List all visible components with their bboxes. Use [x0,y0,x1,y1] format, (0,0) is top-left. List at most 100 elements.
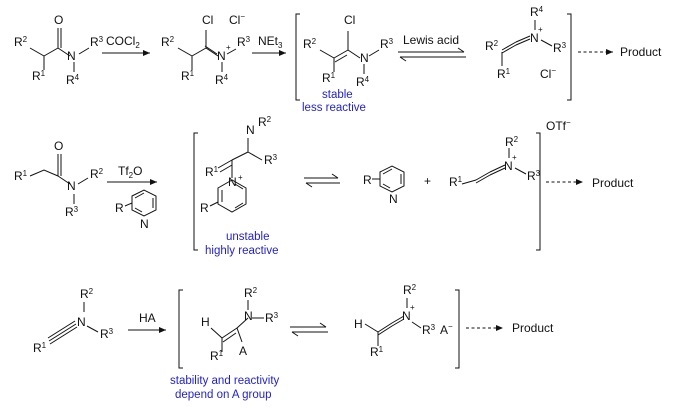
ynamide: R1 N R2 R3 [33,287,114,355]
bracket-right-3 [455,289,460,369]
equilibrium-arrows-1 [398,47,466,62]
svg-text:H: H [354,317,363,331]
svg-text:R3: R3 [553,41,567,55]
svg-text:R1: R1 [205,165,219,179]
svg-text:+: + [238,173,243,182]
svg-text:R3: R3 [100,327,114,341]
svg-text:N: N [389,192,398,206]
svg-text:R1: R1 [449,175,463,189]
note-highly-reactive: highly reactive [205,245,279,257]
svg-text:R1: R1 [32,69,46,83]
svg-text:R2: R2 [80,287,94,301]
svg-text:+: + [512,153,517,162]
equilibrium-arrows-3 [290,322,328,337]
svg-text:R1: R1 [181,69,195,83]
bracket-left-3 [178,289,183,369]
svg-text:Cl−: Cl− [229,12,245,27]
svg-text:Cl: Cl [202,13,213,27]
reagent-lewis-acid: Lewis acid [403,33,459,47]
svg-text:+: + [410,303,415,312]
svg-text:R2: R2 [303,37,317,51]
svg-text:R1: R1 [370,345,384,359]
amide-1: O R2 R1 N R3 R4 [14,13,104,87]
svg-text:R3: R3 [90,35,104,49]
svg-text:R4: R4 [530,5,544,19]
svg-text:R4: R4 [215,73,229,87]
note-stability: stability and reactivity [170,375,280,387]
svg-text:R2: R2 [90,167,104,181]
svg-text:R2: R2 [14,35,28,49]
svg-text:R3: R3 [264,153,278,167]
svg-text:N: N [77,315,86,329]
chloroenamine: Cl R2 R1 N R3 R4 [303,13,394,89]
equilibrium-arrows-2 [304,173,340,188]
svg-text:N: N [402,309,411,323]
svg-text:R: R [200,201,209,215]
svg-text:A−: A− [440,322,453,337]
svg-text:+: + [538,25,543,34]
svg-text:N: N [217,49,226,63]
svg-text:R3: R3 [65,205,79,219]
bracket-left-2 [193,132,198,251]
svg-text:N: N [504,159,513,173]
product-3: Product [512,321,554,335]
note-depend-a: depend on A group [175,389,272,401]
svg-text:R3: R3 [422,323,436,337]
svg-text:N: N [530,31,539,45]
plus-sign: + [424,174,431,188]
svg-text:R4: R4 [356,75,370,89]
note-stable: stable [322,89,353,101]
svg-text:R2: R2 [258,115,272,129]
bracket-left-1 [295,13,300,101]
product-1: Product [620,45,662,59]
svg-text:R2: R2 [485,39,499,53]
svg-text:R: R [115,201,124,215]
enamine-a: H N R2 R3 R1 A [201,286,279,363]
svg-text:R3: R3 [265,311,279,325]
note-unstable: unstable [226,231,269,243]
svg-text:R2: R2 [505,135,519,149]
svg-text:O: O [54,13,63,27]
svg-text:Cl: Cl [344,13,355,27]
pyridine-reagent: R N [115,189,157,231]
bracket-right-1 [567,13,572,101]
svg-text:O: O [54,139,63,153]
product-2: Product [592,176,634,190]
svg-text:N: N [228,175,237,189]
svg-text:R2: R2 [244,286,258,300]
keteniminium-2: R1 N + R2 R3 [449,135,541,189]
svg-text:+: + [226,43,231,52]
pyridine-product: R N [363,165,405,206]
svg-text:N: N [67,49,76,63]
svg-text:A: A [239,344,247,358]
note-less-reactive: less reactive [302,102,366,114]
pyridinium-enamine: R1 N R2 R3 N + R [200,115,278,215]
keteniminium-1: R2 R1 N + R4 R3 Cl− [485,5,567,81]
reagent-cocl2: COCl2 [106,34,140,50]
svg-text:R2: R2 [161,35,175,49]
reagent-tf2o: Tf2O [118,164,142,180]
chloroiminium: Cl R2 R1 N + R3 R4 Cl− [161,12,251,87]
svg-text:R1: R1 [210,349,224,363]
svg-text:N: N [67,179,76,193]
svg-text:N: N [140,217,149,231]
svg-text:N: N [244,309,253,323]
keteniminium-3: H R1 N + R2 R3 A− [354,283,453,359]
svg-text:R1: R1 [14,169,28,183]
svg-text:R: R [363,173,372,187]
svg-text:H: H [201,315,210,329]
svg-text:R1: R1 [497,67,511,81]
svg-text:R3: R3 [380,37,394,51]
reagent-net3: NEt3 [258,34,283,50]
bracket-right-2 [536,132,541,251]
svg-text:N: N [360,51,369,65]
svg-text:R4: R4 [66,73,80,87]
svg-text:R1: R1 [33,341,47,355]
svg-text:Cl−: Cl− [540,66,556,81]
svg-text:R2: R2 [403,283,417,297]
svg-text:N: N [246,123,255,137]
svg-text:R3: R3 [527,169,541,183]
amide-2: O R1 N R2 R3 [14,139,104,219]
counterion-otf: OTf− [546,118,571,133]
